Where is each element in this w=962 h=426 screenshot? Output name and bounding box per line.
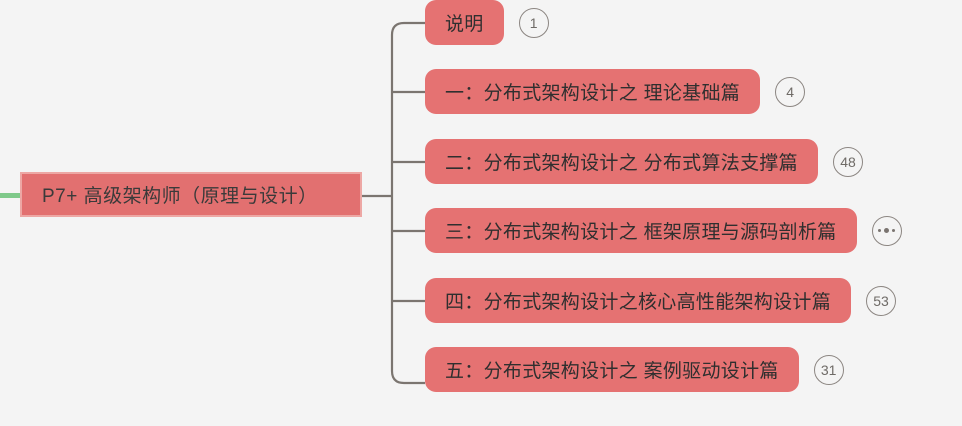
branch-node-4-label: 三：分布式架构设计之 框架原理与源码剖析篇 — [445, 222, 837, 243]
branch-node-3-badge-text: 48 — [840, 153, 856, 170]
branch-node-2-badge-text: 4 — [786, 83, 794, 100]
ellipsis-dot-center — [884, 228, 890, 233]
branch-node-5[interactable]: 四：分布式架构设计之核心高性能架构设计篇 — [425, 278, 852, 323]
branch-node-3[interactable]: 二：分布式架构设计之 分布式算法支撑篇 — [425, 139, 818, 184]
branch-row-5: 四：分布式架构设计之核心高性能架构设计篇 53 — [425, 278, 897, 323]
branch-node-1-label: 说明 — [445, 14, 484, 35]
root-node[interactable]: P7+ 高级架构师（原理与设计） — [20, 172, 362, 217]
branch-node-2-badge[interactable]: 4 — [775, 76, 806, 107]
branch-node-2[interactable]: 一：分布式架构设计之 理论基础篇 — [425, 69, 761, 114]
root-node-label: P7+ 高级架构师（原理与设计） — [42, 186, 318, 207]
ellipsis-dot-right — [892, 229, 896, 232]
branch-node-4[interactable]: 三：分布式架构设计之 框架原理与源码剖析篇 — [425, 208, 857, 253]
branch-node-5-badge[interactable]: 53 — [866, 285, 897, 316]
branch-row-1: 说明 1 — [425, 0, 549, 45]
branch-node-6[interactable]: 五：分布式架构设计之 案例驱动设计篇 — [425, 347, 799, 392]
branch-node-6-badge[interactable]: 31 — [813, 354, 844, 385]
branch-node-5-badge-text: 53 — [873, 292, 889, 309]
branch-node-3-badge[interactable]: 48 — [832, 146, 863, 177]
connector-trunk — [390, 21, 425, 385]
branch-row-3: 二：分布式架构设计之 分布式算法支撑篇 48 — [425, 139, 863, 184]
branch-row-2: 一：分布式架构设计之 理论基础篇 4 — [425, 69, 806, 114]
branch-row-6: 五：分布式架构设计之 案例驱动设计篇 31 — [425, 347, 844, 392]
branch-node-5-label: 四：分布式架构设计之核心高性能架构设计篇 — [445, 292, 832, 313]
branch-row-4: 三：分布式架构设计之 框架原理与源码剖析篇 — [425, 208, 902, 253]
branch-node-6-label: 五：分布式架构设计之 案例驱动设计篇 — [445, 361, 779, 382]
branch-node-1-badge[interactable]: 1 — [518, 7, 549, 38]
branch-node-3-label: 二：分布式架构设计之 分布式算法支撑篇 — [445, 153, 798, 174]
branch-node-4-badge-ellipsis-icon[interactable] — [871, 215, 902, 246]
entry-line-icon — [0, 193, 24, 198]
branch-node-2-label: 一：分布式架构设计之 理论基础篇 — [445, 83, 741, 104]
ellipsis-dot-left — [878, 229, 882, 232]
branch-node-6-badge-text: 31 — [820, 361, 837, 378]
branch-node-1-badge-text: 1 — [529, 14, 538, 31]
branch-node-1[interactable]: 说明 — [425, 0, 504, 45]
